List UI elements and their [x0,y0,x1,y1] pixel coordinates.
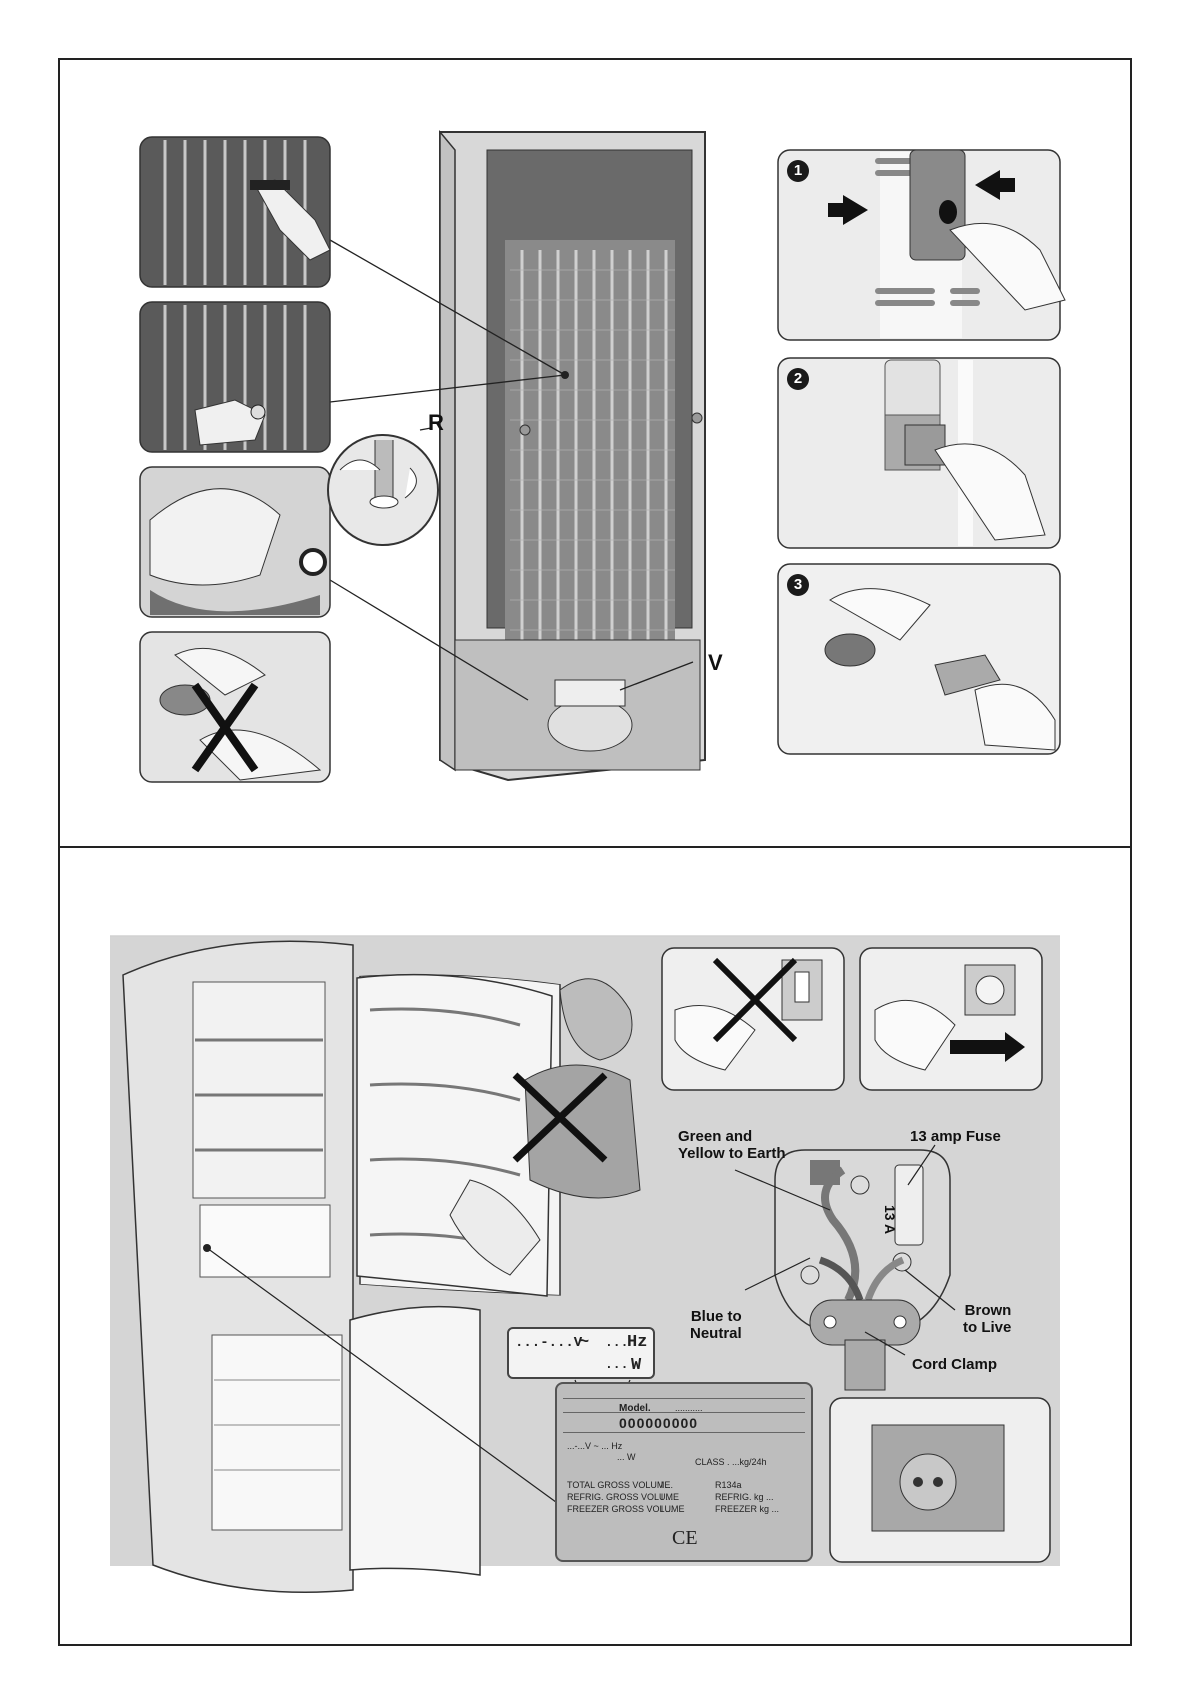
drain-detail-circle [327,434,439,546]
voltage-callout: ...-...V ~ ... Hz ... W [507,1327,655,1379]
label-v: V [708,650,723,675]
plate-row-value: l ... [661,1492,674,1502]
callout-w-dots: ... [605,1357,629,1372]
model-label: Model. [619,1403,651,1414]
child-climbing-illustration [449,978,641,1276]
ce-mark: CE [672,1527,698,1549]
prohibited-cross-icon [712,957,798,1043]
plate-volt-line: ...-...V ~ ... Hz [567,1441,623,1451]
left-panel-2 [139,301,331,453]
fuse-marking: 13 A [882,1205,898,1235]
left-panel-4 [139,631,331,783]
left-panel-1 [139,136,331,288]
step-panel-2 [777,357,1061,549]
label-live-wire: Brown to Live [963,1302,1012,1336]
step-2-badge: 2 [787,368,809,390]
fridge-back-illustration [439,129,706,782]
prohibited-cross-icon [512,1072,608,1163]
plate-row-right: R134a [715,1480,742,1490]
prohibited-cross-icon [191,682,259,773]
label-cord-clamp: Cord Clamp [912,1356,998,1373]
socket-panel-correct [859,947,1043,1091]
plate-row-label: REFRIG. GROSS VOLUME [567,1492,680,1502]
step-1-badge: 1 [787,160,809,182]
label-fuse: 13 amp Fuse [910,1128,1001,1145]
callout-w: W [631,1356,642,1375]
plate-row-right: REFRIG. kg ... [715,1492,774,1502]
socket-panel-wrong [661,947,845,1091]
model-dots: ........... [675,1403,703,1413]
plate-row-value: l ... [661,1480,674,1490]
label-neutral-wire: Blue to Neutral [690,1308,742,1342]
callout-hz-dots: ... [605,1335,629,1350]
label-r: R [428,410,444,435]
plate-row-value: l ... [661,1504,674,1514]
plate-row-right: FREEZER kg ... [715,1504,780,1514]
step-3-badge: 3 [787,574,809,596]
step-panel-1 [777,149,1066,341]
step-panel-3 [777,563,1061,755]
rating-plate: Model. ........... 000000000 ...-...V ~ … [555,1382,813,1562]
label-earth-wire: Green and Yellow to Earth [678,1128,786,1162]
callout-hz: Hz [627,1333,648,1352]
callout-tilde: ~ [579,1333,590,1352]
left-panel-3 [139,466,331,618]
plug-wiring-diagram [734,1144,956,1391]
plate-row-label: FREEZER GROSS VOLUME [567,1504,685,1514]
socket-panel-plain [829,1397,1051,1563]
plate-watt-line: ... W [617,1452,636,1462]
model-number: 000000000 [619,1415,699,1431]
callout-volts: ...-...V [515,1335,583,1351]
plate-row-label: TOTAL GROSS VOLUME [567,1480,671,1490]
plate-class-line: CLASS . ...kg/24h [695,1457,767,1467]
